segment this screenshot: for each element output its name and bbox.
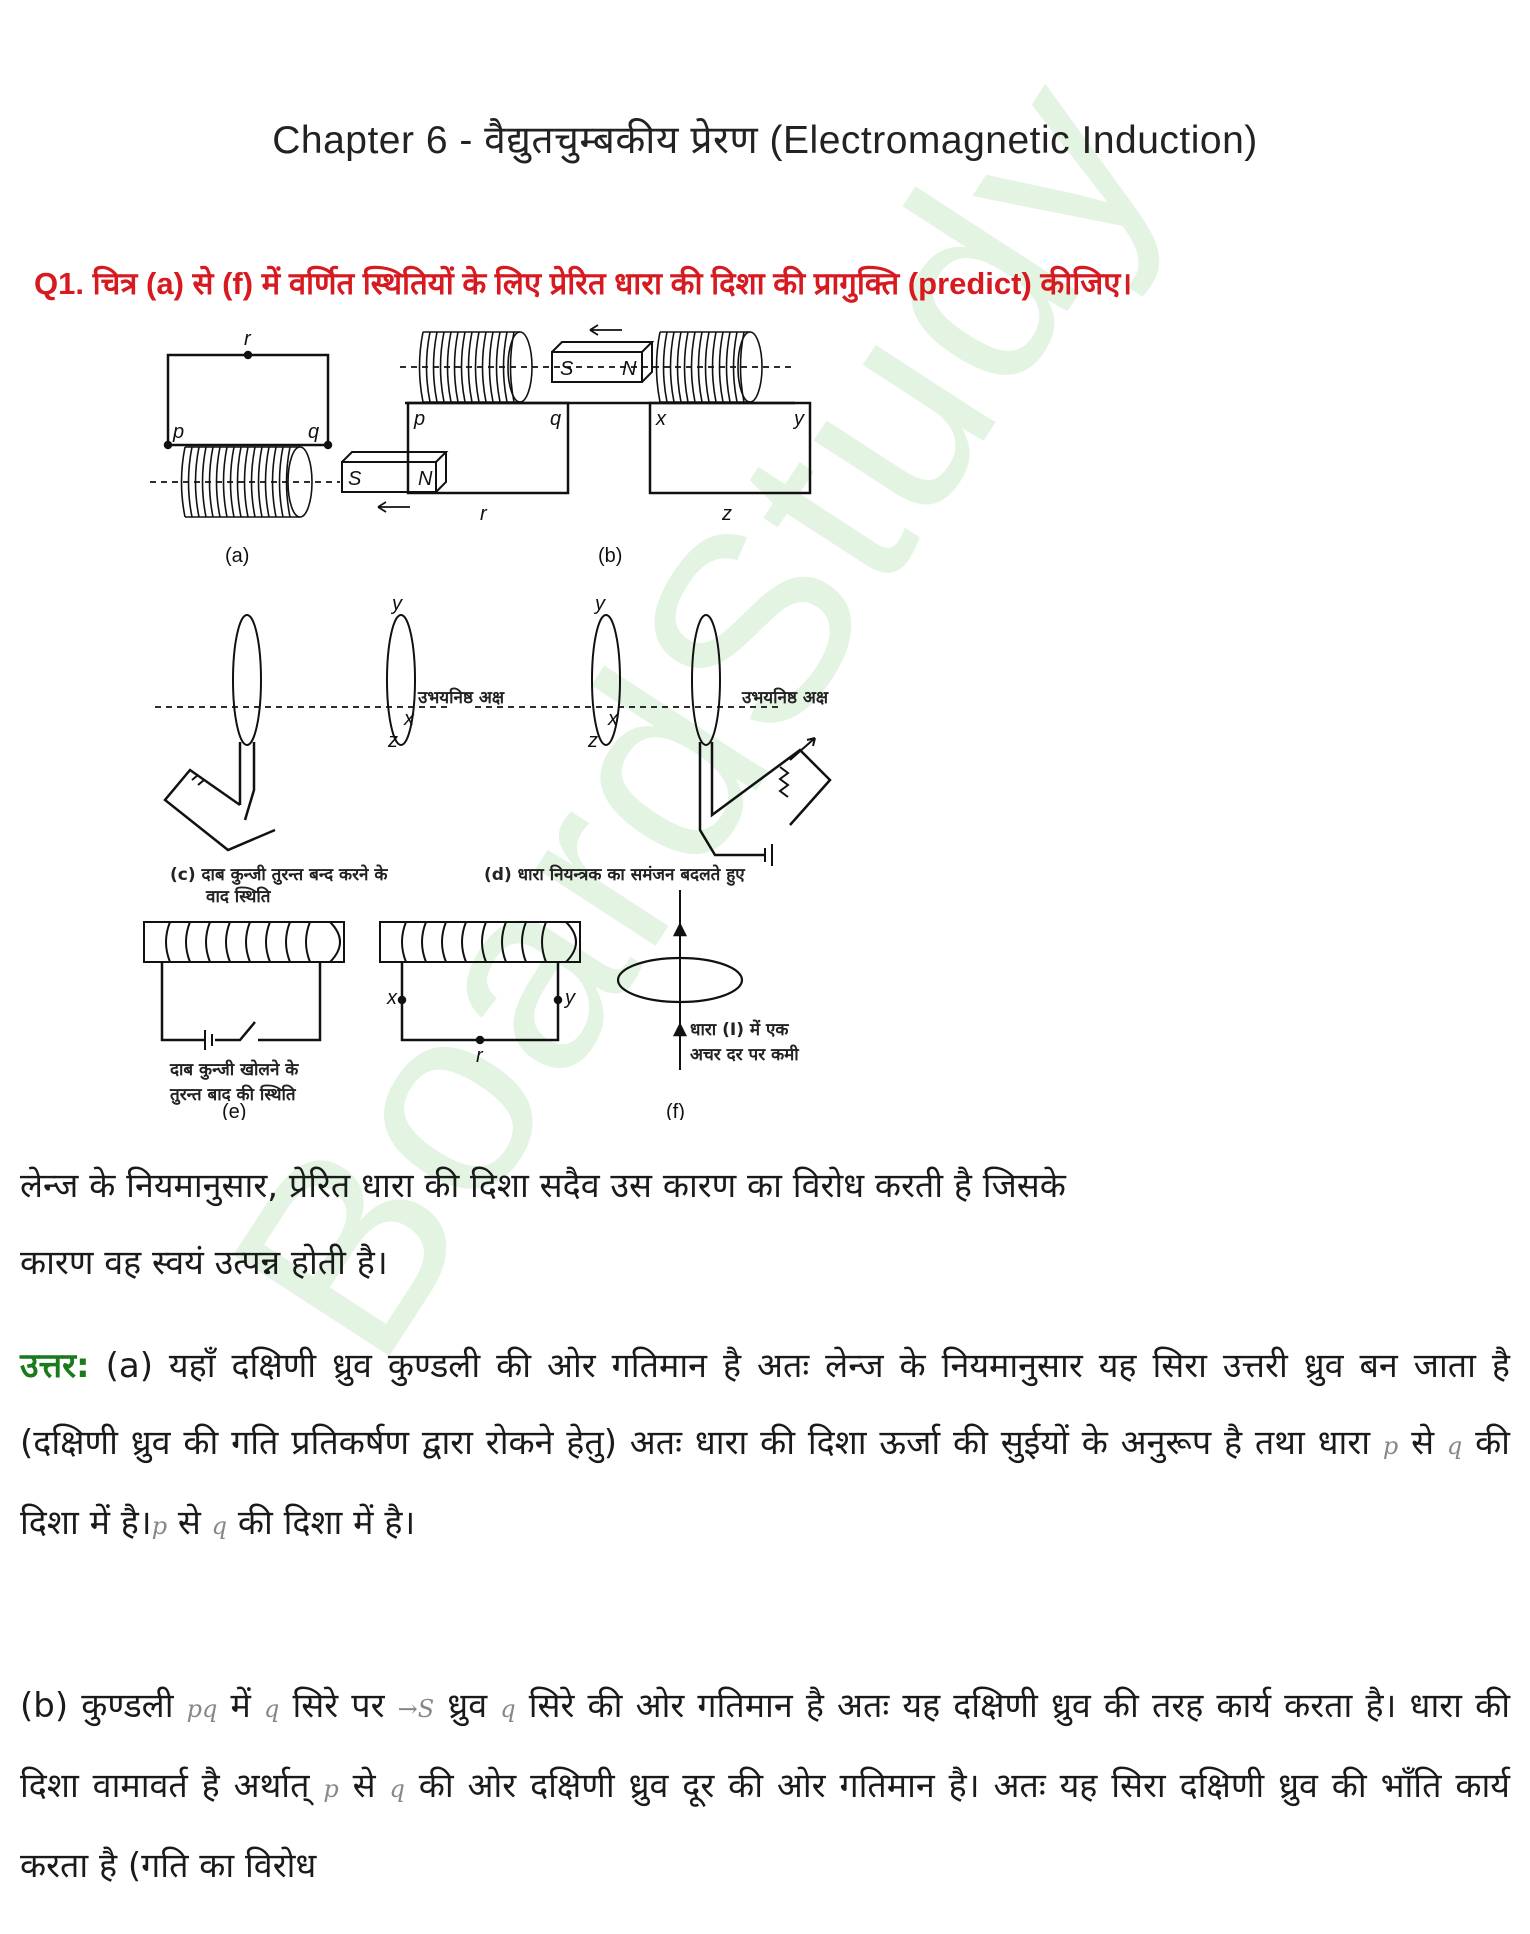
math-p: p [151, 1512, 168, 1540]
caption-f: (f) [666, 1101, 685, 1120]
caption-f-line2: अचर दर पर कमी [690, 1044, 799, 1065]
answer-a-text-4: से [167, 1503, 212, 1543]
answer-label: उत्तर: [20, 1346, 90, 1386]
math-q: q [500, 1695, 516, 1723]
math-q: q [211, 1512, 228, 1540]
label-y: y [390, 593, 403, 615]
solenoid-right-icon [379, 921, 581, 963]
answer-b-text-3: सिरे पर [279, 1686, 398, 1726]
battery-icon [191, 774, 205, 786]
label-x: x [607, 708, 619, 730]
figure-b: S N p q r x y z (b) [400, 324, 812, 567]
figure-d: y z x उभयनिष्ठ अक्ष (d) धारा नियन्त्रक क… [475, 593, 832, 886]
lenz-line-2: कारण वह स्वयं उत्पन्न होती है। [20, 1243, 388, 1283]
answer-a-text-5: की दिशा में है। [227, 1503, 416, 1543]
label-x: x [403, 708, 415, 730]
answer-b-text-4: ध्रुव [434, 1686, 501, 1726]
bar-magnet-icon [341, 451, 449, 493]
answer-a-text-2: से [1398, 1423, 1447, 1463]
answer-b-text-2: में [217, 1686, 264, 1726]
answer-b-paragraph: (b) कुण्डली pq में q सिरे पर →S ध्रुव q … [20, 1668, 1510, 1905]
battery-icon [764, 844, 773, 866]
bar-magnet-icon [551, 341, 655, 383]
label-r: r [480, 503, 488, 525]
figure-e: x y r दाब कुन्जी खोलने के तुरन्त बाद की … [143, 921, 581, 1120]
label-y: y [563, 987, 576, 1009]
common-axis-label: उभयनिष्ठ अक्ष [741, 687, 829, 708]
label-y: y [792, 408, 805, 430]
page-title: Chapter 6 - वैद्युतचुम्बकीय प्रेरण (Elec… [272, 119, 1258, 162]
rheostat-icon [778, 766, 790, 798]
answer-a-text-3: की दिशा में है। [20, 1423, 1510, 1543]
label-n: N [622, 358, 637, 380]
math-q: q [389, 1775, 405, 1803]
label-r: r [476, 1045, 484, 1067]
label-q: q [308, 421, 319, 443]
math-arrow-s: →S [397, 1695, 435, 1723]
coil-icon [180, 446, 313, 518]
label-x: x [655, 408, 667, 430]
question-heading: Q1. चित्र (a) से (f) में वर्णित स्थितियो… [34, 266, 1133, 301]
label-q: q [550, 408, 561, 430]
caption-e-line1: दाब कुन्जी खोलने के [169, 1059, 299, 1080]
common-axis-label: उभयनिष्ठ अक्ष [417, 687, 505, 708]
label-n: N [418, 468, 433, 490]
answer-a-text-1: (a) यहाँ दक्षिणी ध्रुव कुण्डली की ओर गति… [20, 1346, 1510, 1463]
math-p: p [323, 1775, 339, 1803]
label-y: y [593, 593, 606, 615]
caption-d: (d) धारा नियन्त्रक का समंजन बदलते हुए [484, 864, 745, 886]
label-z: z [387, 730, 398, 752]
figure-c: y z x उभयनिष्ठ अक्ष (c) दाब कुन्जी तुरन्… [155, 593, 505, 907]
label-z: z [721, 503, 732, 525]
label-z: z [587, 730, 598, 752]
lenz-line-1: लेन्ज के नियमानुसार, प्रेरित धारा की दिश… [20, 1166, 1066, 1206]
battery-icon [204, 1030, 213, 1050]
math-p: p [1382, 1432, 1399, 1460]
label-r: r [244, 328, 252, 350]
question-figure: r p q S N (a) [140, 310, 1040, 1120]
caption-e-line2: तुरन्त बाद की स्थिति [169, 1084, 297, 1105]
arrow-left-icon [377, 501, 410, 513]
math-pq: pq [186, 1695, 218, 1723]
arrow-up-icon [672, 1022, 688, 1037]
label-p: p [172, 421, 184, 443]
answer-a-paragraph: उत्तर: (a) यहाँ दक्षिणी ध्रुव कुण्डली की… [20, 1328, 1510, 1565]
lenz-law-paragraph: लेन्ज के नियमानुसार, प्रेरित धारा की दिश… [20, 1148, 1510, 1302]
caption-a: (a) [225, 545, 249, 567]
arrow-up-icon [672, 922, 688, 937]
answer-b-text-7: की ओर दक्षिणी ध्रुव दूर की ओर गतिमान है।… [20, 1766, 1510, 1886]
answer-b-text-1: (b) कुण्डली [20, 1686, 187, 1726]
solenoid-left-icon [143, 921, 345, 963]
label-s: S [348, 468, 362, 490]
caption-c-line1: (c) दाब कुन्जी तुरन्त बन्द करने के [170, 864, 388, 885]
figure-f: धारा (I) में एक अचर दर पर कमी (f) [616, 890, 799, 1120]
caption-c-line2: वाद स्थिति [205, 886, 272, 907]
label-x: x [386, 987, 398, 1009]
arrow-up-right-icon [789, 737, 816, 761]
answer-b-text-6: से [338, 1766, 390, 1806]
label-s: S [560, 358, 574, 380]
caption-b: (b) [598, 545, 622, 567]
figure-a: r p q S N (a) [150, 328, 449, 567]
caption-f-line1: धारा (I) में एक [690, 1019, 789, 1040]
math-q: q [263, 1695, 280, 1723]
label-p: p [413, 408, 425, 430]
answer-b-text-5: सिरे की ओर गतिमान है अतः यह दक्षिणी ध्रु… [20, 1686, 1510, 1806]
caption-e: (e) [222, 1101, 246, 1120]
arrow-left-icon [589, 324, 622, 336]
math-q: q [1446, 1432, 1463, 1460]
